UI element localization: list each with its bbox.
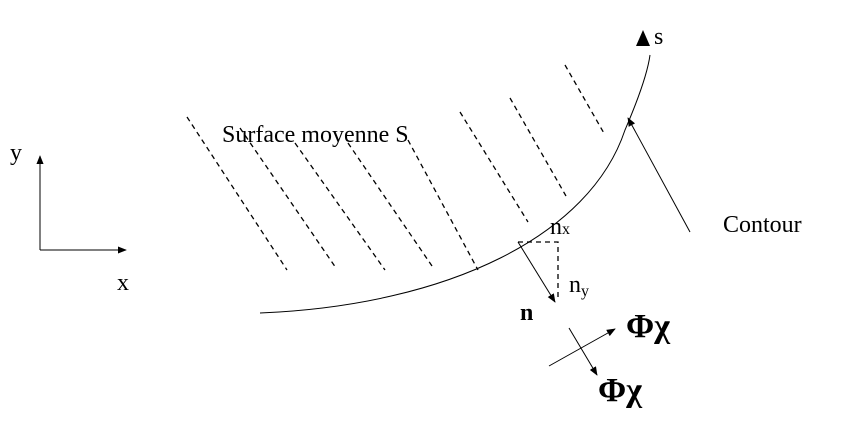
phi-chi-symbol-2: Φχ	[598, 372, 642, 409]
n-label: n	[520, 300, 533, 326]
y-axis-label: y	[10, 140, 22, 166]
nx-label: nx	[550, 214, 570, 240]
axes	[36, 155, 127, 254]
normal-components	[518, 241, 559, 300]
normal-arrow	[568, 327, 598, 376]
tangent-arrow	[548, 328, 616, 367]
contour-pointer	[627, 117, 691, 233]
phi-chi-symbol-1: Φχ	[626, 308, 670, 345]
s-label: s	[654, 24, 663, 50]
x-axis-label: x	[117, 270, 129, 296]
surface-label: Surface moyenne S	[222, 122, 409, 148]
contour-label: Contour	[723, 212, 802, 238]
surface-hatching	[186, 64, 606, 271]
normal-vector	[517, 241, 556, 303]
contour-curve	[259, 54, 651, 314]
ny-label: ny	[569, 272, 589, 300]
s-arrow-icon	[636, 30, 650, 46]
